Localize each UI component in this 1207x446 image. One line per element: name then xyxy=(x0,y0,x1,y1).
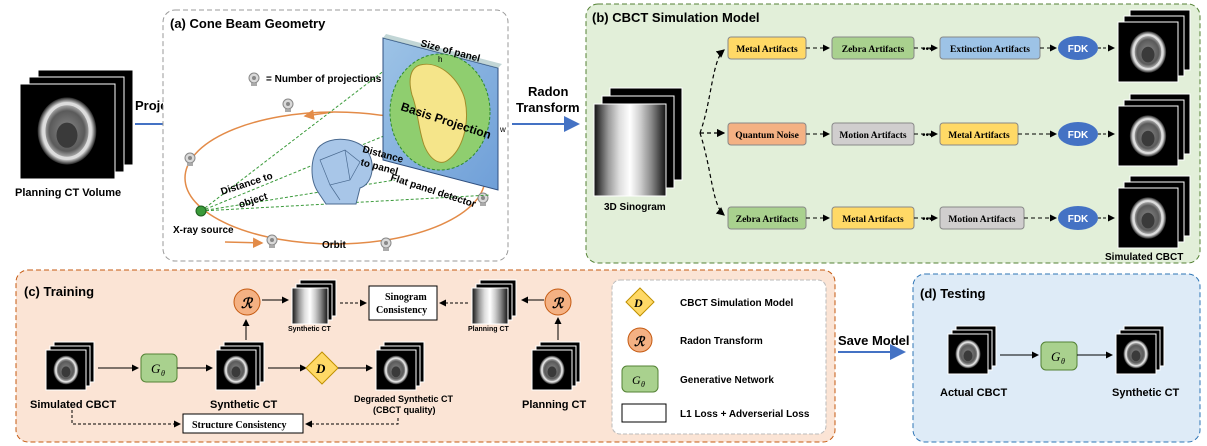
legend-r-icon xyxy=(627,327,653,353)
artifact-label: Zebra Artifacts xyxy=(842,45,905,55)
legend-r-label: Radon Transform xyxy=(680,336,763,347)
structure-consistency-box xyxy=(182,413,304,434)
radon-node xyxy=(233,288,261,316)
synthetic-ct-sinogram xyxy=(291,279,337,325)
synthetic-ct-label-d: Synthetic CT xyxy=(1112,387,1180,399)
artifact-label: Motion Artifacts xyxy=(948,215,1016,225)
degradation-node-label: D xyxy=(315,361,326,376)
fdk-label: FDK xyxy=(1068,44,1089,55)
artifact-row: Zebra Artifacts Metal Artifacts ••• Motion … xyxy=(727,206,1115,230)
structure-consistency-label: Structure Consistency xyxy=(192,420,287,431)
branch-arrows xyxy=(699,49,726,216)
fdk-node xyxy=(1058,206,1098,230)
planning-ct-sinogram xyxy=(471,279,517,325)
actual-cbct-stack xyxy=(948,326,996,374)
legend-theta-symbol: θ xyxy=(641,380,645,389)
legend-g-label: Generative Network xyxy=(680,375,774,386)
save-model-label: Save Model xyxy=(838,333,910,348)
synthetic-ct-output-stack xyxy=(1116,326,1164,374)
planning-ct-volume-label: Planning CT Volume xyxy=(15,187,121,199)
artifact-row: Quantum Noise Motion Artifacts ••• Metal Ar… xyxy=(727,122,1115,146)
panel-b-title: (b) CBCT Simulation Model xyxy=(592,10,760,25)
flat-panel-detector-icon xyxy=(382,34,502,191)
artifact-label: Metal Artifacts xyxy=(842,215,904,225)
fdk-node xyxy=(1058,36,1098,60)
legend-box-icon xyxy=(621,403,667,423)
legend-box-label: L1 Loss + Adverserial Loss xyxy=(680,409,810,420)
artifact-label: Metal Artifacts xyxy=(948,131,1010,141)
panel-a-title: (a) Cone Beam Geometry xyxy=(170,16,326,31)
synthetic-ct-sinogram-label: Synthetic CT xyxy=(288,326,332,333)
planning-ct-volume-stack xyxy=(19,69,134,180)
generator-node-test xyxy=(1040,341,1078,371)
actual-cbct-label: Actual CBCT xyxy=(940,387,1008,399)
fdk-label: FDK xyxy=(1068,130,1089,141)
legend-g-icon xyxy=(621,365,659,393)
xray-source-icon xyxy=(195,205,207,217)
fdk-node xyxy=(1058,122,1098,146)
sinogram-consistency-label-2: Consistency xyxy=(376,305,427,316)
artifact-label: Zebra Artifacts xyxy=(736,215,799,225)
simulated-cbct-input-stack xyxy=(46,342,94,390)
orbit-label: Orbit xyxy=(322,240,347,251)
generator-g-label: G xyxy=(151,361,161,376)
panel-c-title: (c) Training xyxy=(24,284,94,299)
ellipsis-label: ••• xyxy=(922,130,933,141)
number-of-projections-label: = Number of projections xyxy=(266,74,382,85)
sinogram-stack xyxy=(593,87,683,197)
radon-node xyxy=(544,288,572,316)
fdk-label: FDK xyxy=(1068,214,1089,225)
radon-label-1: Radon xyxy=(528,84,569,99)
planning-ct-sinogram-label: Planning CT xyxy=(468,326,510,333)
artifact-label: Extinction Artifacts xyxy=(950,45,1030,55)
panel-h-label: h xyxy=(438,55,442,64)
panel-w-label: w xyxy=(499,125,506,134)
artifact-label: Motion Artifacts xyxy=(839,131,907,141)
planning-ct-stack xyxy=(532,342,580,390)
head-model-icon xyxy=(311,138,373,205)
degraded-synthetic-ct-stack xyxy=(376,342,424,390)
sinogram-consistency-box xyxy=(368,285,438,321)
legend-g-symbol: G xyxy=(632,373,641,387)
radon-label-2: Transform xyxy=(516,100,580,115)
simulated-cbct-stack xyxy=(1118,10,1190,82)
simulated-cbct-stack xyxy=(1118,176,1190,248)
planning-ct-label-c: Planning CT xyxy=(522,399,586,411)
ellipsis-label: ••• xyxy=(922,44,933,55)
sinogram-label: 3D Sinogram xyxy=(604,202,666,213)
xray-source-label: X-ray source xyxy=(173,225,234,236)
generator-theta-label-d: θ xyxy=(1061,357,1065,366)
legend-r-symbol: ℛ xyxy=(634,334,646,349)
artifact-label: Quantum Noise xyxy=(735,131,799,141)
degraded-label-2: (CBCT quality) xyxy=(373,405,436,415)
synthetic-ct-label-c: Synthetic CT xyxy=(210,399,278,411)
generator-theta-label: θ xyxy=(161,369,165,378)
legend-d-symbol: D xyxy=(633,296,643,310)
radon-node-label: ℛ xyxy=(241,296,254,312)
artifact-label: Metal Artifacts xyxy=(736,45,798,55)
simulated-cbct-stack xyxy=(1118,94,1190,166)
legend-d-label: CBCT Simulation Model xyxy=(680,298,794,309)
legend-box xyxy=(611,279,827,435)
generator-g-label-d: G xyxy=(1051,349,1061,364)
artifact-row: Metal Artifacts Zebra Artifacts ••• Extinct… xyxy=(727,36,1115,60)
simulated-cbct-label: Simulated CBCT xyxy=(1105,252,1183,263)
degraded-label-1: Degraded Synthetic CT xyxy=(354,394,454,404)
sinogram-consistency-label-1: Sinogram xyxy=(385,292,427,303)
radon-node-label: ℛ xyxy=(552,296,565,312)
synthetic-ct-stack xyxy=(216,342,264,390)
degradation-node xyxy=(305,351,339,385)
simulated-cbct-label-c: Simulated CBCT xyxy=(30,399,116,411)
panel-d-title: (d) Testing xyxy=(920,286,986,301)
ellipsis-label: ••• xyxy=(922,214,933,225)
legend-d-icon xyxy=(625,287,655,317)
